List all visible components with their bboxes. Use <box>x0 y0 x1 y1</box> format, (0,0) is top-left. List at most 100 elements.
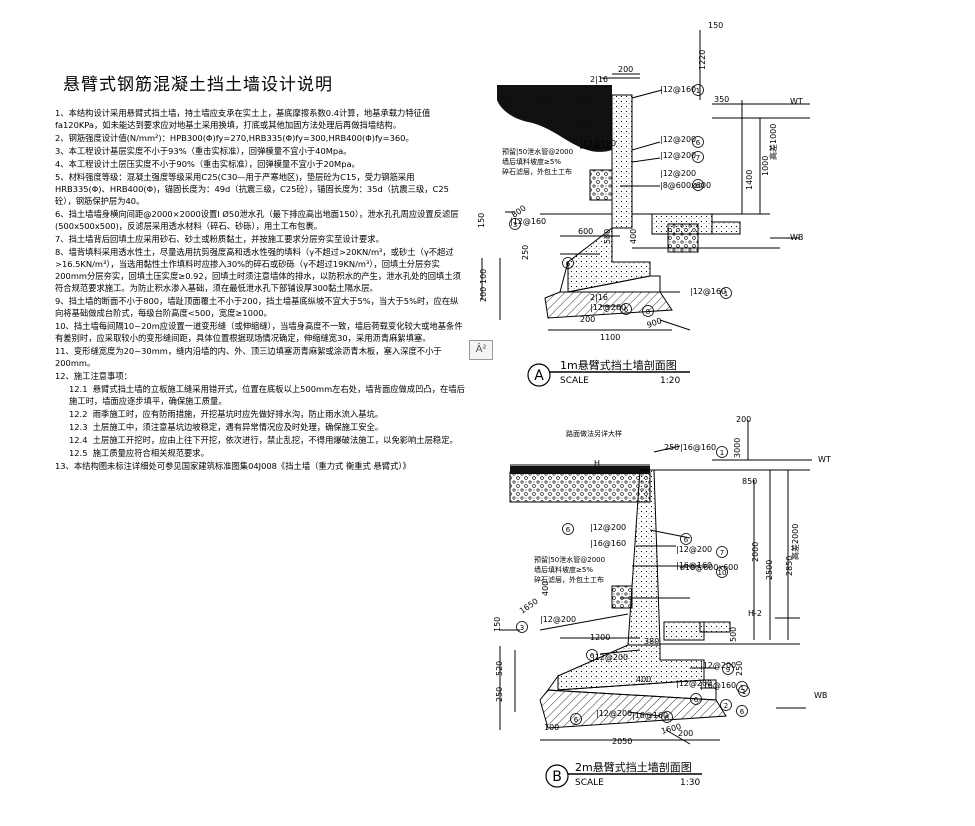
dimension-label: 500 <box>603 229 612 244</box>
note-item: 12.3 土层施工中，须注意基坑边坡稳定，遇有异常情况应及时处理，确保施工安全。 <box>69 422 384 432</box>
dimension-label: 1650 <box>518 597 540 616</box>
callout-number: 6 <box>566 260 571 268</box>
section-a-title: 1m悬臂式挡土墙剖面图 <box>560 358 677 372</box>
note-item: 10、挡土墙每间隔10~20m应设置一道变形缝（或伸缩缝），当墙身高度不一致，墙… <box>55 321 463 343</box>
rebar-label: |12@160 <box>580 139 616 148</box>
section-a-label: A <box>534 368 544 384</box>
dimension-label: 200 <box>678 729 693 738</box>
dimension-label: 2|16 <box>590 75 608 84</box>
dimension-label: 200 <box>736 415 751 424</box>
note-item: 11、变形缝宽度为20~30mm，缝内沿墙的内、外、顶三边填塞沥青麻絮或涂沥青木… <box>55 346 442 368</box>
dimension-label: 1100 <box>600 333 620 342</box>
rebar-label: |16@160 <box>680 443 716 452</box>
callout-circle <box>720 287 732 299</box>
dimension-label: 250 <box>521 245 530 260</box>
section-b-scale-value: 1:30 <box>680 778 700 788</box>
dimension-label: H-2 <box>748 609 762 618</box>
dimension-label: 150 <box>708 21 723 30</box>
design-notes: 悬臂式钢筋混凝土挡土墙设计说明 1、本结构设计采用悬臂式挡土墙，持土墙应支承在实… <box>55 70 465 473</box>
callout-number: 10 <box>718 569 727 577</box>
dimension-label: 2850 <box>785 556 794 576</box>
callout-circle <box>716 566 728 578</box>
callout-number: 9 <box>726 666 730 674</box>
callout-circle <box>722 663 734 675</box>
note-item: 7、挡土墙背后回填土应采用砂石、砂土或粉质黏土，并按施工要求分层夯实至设计要求。 <box>55 234 384 244</box>
dimension-label: H <box>594 459 600 468</box>
dimension-label: 350 <box>714 95 729 104</box>
callout-number: 1 <box>740 684 744 692</box>
notes-list: 1、本结构设计采用悬臂式挡土墙，持土墙应支承在实土上，基底摩擦系数0.4计算，地… <box>55 107 465 472</box>
callout-number: 2 <box>724 702 728 710</box>
dimension-label: 900 <box>646 316 663 330</box>
callout-circle <box>620 303 632 315</box>
callout-number: 1 <box>724 290 728 298</box>
dimension-label: 1000 <box>761 156 770 176</box>
dimension-label: 200 <box>618 65 633 74</box>
dimension-label: 400 <box>636 675 651 684</box>
note-item: 12、施工注意事项： <box>55 371 132 381</box>
rebar-label: |12@160 <box>510 217 546 226</box>
rebar-label: |12@200 <box>676 545 712 554</box>
rebar-label: |16@160 <box>700 681 736 690</box>
callout-circle <box>516 621 528 633</box>
section-a-title-block: A 1m悬臂式挡土墙剖面图 SCALE 1:20 <box>527 358 690 387</box>
dimension-label: 2500 <box>765 560 774 580</box>
dimension-label: 3000 <box>733 438 742 458</box>
dimension-label: 100 <box>544 723 559 732</box>
note-item: 6、挡土墙墙身横向间距@2000×2000设置Ⅰ Ø50泄水孔（最下排应高出地面… <box>55 209 459 231</box>
rebar-label: |12@200 <box>660 135 696 144</box>
callout-number: 8 <box>665 714 669 722</box>
callout-number: 6 <box>590 652 595 660</box>
callout-circle <box>716 446 728 458</box>
note-item: 12.2 雨季施工时，应有防雨措施，开挖基坑时应先做好排水沟，防止雨水流入基坑。 <box>69 409 384 419</box>
note-item: 2、钢筋强度设计值(N/mm²)：HPB300(Φ)fy=270,HRB335(… <box>55 133 414 143</box>
note-item: 5、材料强度等级：混凝土强度等级采用C25(C30—用于严寒地区)，垫层砼为C1… <box>55 172 449 206</box>
callout-number: 6 <box>684 536 689 544</box>
note-item: 13、本结构图未标注详细处可参见国家建筑标准图集04J008《挡土墙（重力式 衡… <box>55 461 411 471</box>
dimension-label: 100 <box>479 269 488 284</box>
dimension-label: 1200 <box>590 633 610 642</box>
callout-number: 6 <box>694 696 699 704</box>
drawing-note: 墙后填料坡度≥5% <box>534 565 593 574</box>
section-a-scale-word: SCALE <box>560 376 589 386</box>
callout-circle <box>562 257 574 269</box>
callout-circle <box>736 705 748 717</box>
a2-mark: Â² <box>469 340 493 360</box>
dimension-label: 200 <box>479 287 488 302</box>
callout-number: 6 <box>624 306 629 314</box>
callout-number: 1 <box>742 688 746 696</box>
height-label: 高差1000 <box>768 124 778 160</box>
callout-circle <box>690 693 702 705</box>
dimension-label: 2000 <box>751 542 760 562</box>
rebar-label: |12@200 <box>590 303 626 312</box>
rebar-label: |12@200 <box>676 679 712 688</box>
callout-circle <box>692 136 704 148</box>
drawing-note: 墙后填料坡度≥5% <box>502 157 561 166</box>
callout-number: 10 <box>694 182 703 190</box>
section-a-drawing <box>481 30 810 331</box>
rebar-label: |12@200 <box>700 661 736 670</box>
dimension-label: 400 <box>541 581 550 596</box>
section-a-scale-value: 1:20 <box>660 376 680 386</box>
callout-number: 3 <box>520 624 524 632</box>
dimension-label: 2050 <box>612 737 632 746</box>
section-b-title-block: B 2m悬臂式挡土墙剖面图 SCALE 1:30 <box>545 760 702 788</box>
callout-circle <box>509 218 521 230</box>
drawing-note: 路面做法另详大样 <box>566 429 622 438</box>
callout-circle <box>738 685 750 697</box>
rebar-label: |16@160 <box>632 711 668 720</box>
callout-circle <box>570 713 582 725</box>
rebar-label: |12@200 <box>660 151 696 160</box>
callout-circle <box>716 546 728 558</box>
rebar-label: |12@200 <box>660 169 696 178</box>
note-item: 12.4 土层施工开挖时，应由上往下开挖，依次进行，禁止乱挖，不得用爆破法施工，… <box>69 435 458 445</box>
callout-number: 3 <box>513 221 517 229</box>
rebar-label: |12@160 <box>690 287 726 296</box>
rebar-label: |12@200 <box>592 653 628 662</box>
dimension-label: WT <box>790 97 803 106</box>
callout-circle <box>562 523 574 535</box>
rebar-label: |12@200 <box>590 523 626 532</box>
section-b-drawing <box>499 420 812 745</box>
note-item: 4、本工程设计土层压实度不小于90%（重击实标准），回弹模量不宜小于20Mpa。 <box>55 159 360 169</box>
